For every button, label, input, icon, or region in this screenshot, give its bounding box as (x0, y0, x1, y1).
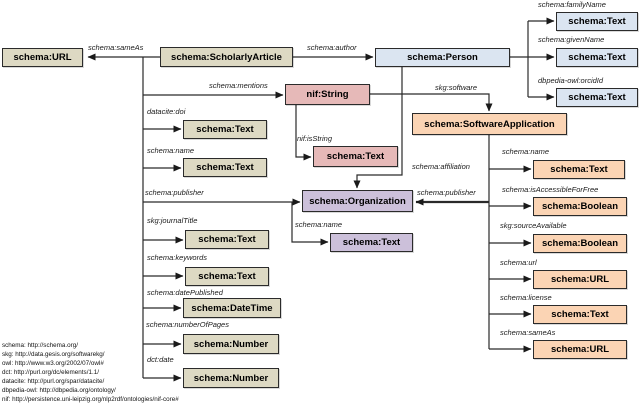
node-license-text: schema:Text (533, 305, 627, 324)
node-scholarly-article: schema:ScholarlyArticle (160, 47, 293, 67)
node-schema-url: schema:URL (2, 48, 83, 67)
node-source-available-boolean: schema:Boolean (533, 234, 627, 253)
edge-label-same-as: schema:sameAs (88, 43, 144, 52)
node-same-as-url: schema:URL (533, 340, 627, 359)
node-given-name-text: schema:Text (556, 48, 638, 67)
prefix-legend-line: schema: http://schema.org/ (2, 342, 78, 349)
node-organization: schema:Organization (302, 190, 413, 212)
node-doi-text: schema:Text (183, 120, 267, 139)
edge-label-is-string: nif:isString (297, 134, 333, 143)
edge-label-date: dct:date (147, 355, 174, 364)
node-date-published-datetime: schema:DateTime (183, 298, 281, 318)
edge-label-keywords: schema:keywords (147, 253, 208, 262)
edge-label-sa-same-as: schema:sameAs (500, 328, 556, 337)
node-journal-title-text: schema:Text (185, 230, 269, 249)
prefix-legend-line: dbpedia-owl: http://dbpedia.org/ontology… (2, 387, 116, 394)
edge-label-mentions: schema:mentions (209, 81, 268, 90)
node-nif-string: nif:String (285, 84, 370, 105)
edge-label-publisher-right: schema:publisher (417, 188, 476, 197)
node-date-number: schema:Number (183, 368, 279, 388)
node-family-name-text: schema:Text (556, 12, 638, 31)
prefix-legend-line: nif: http://persistence.uni-leipzig.org/… (2, 396, 179, 403)
edge-label-sa-name: schema:name (502, 147, 550, 156)
edge-label-publisher-left: schema:publisher (145, 188, 204, 197)
scholarly-article-edges (87, 53, 374, 382)
edge-label-orcidid: dbpedia-owl:orcidId (538, 76, 604, 85)
node-number-of-pages-number: schema:Number (183, 334, 279, 354)
edge-label-org-name: schema:name (295, 220, 343, 229)
prefix-legend-line: datacite: http://purl.org/spar/datacite/ (2, 378, 105, 385)
node-accessible-boolean: schema:Boolean (533, 197, 627, 216)
edge-label-doi: datacite:doi (147, 107, 186, 116)
edge-label-author: schema:author (307, 43, 357, 52)
prefix-legend: schema: http://schema.org/ skg: http://d… (2, 341, 179, 404)
node-url-url: schema:URL (533, 270, 627, 289)
edge-label-family-name: schema:familyName (538, 0, 606, 9)
node-software-application: schema:SoftwareApplication (412, 113, 567, 135)
node-sa-name-text: schema:Text (533, 160, 625, 179)
prefix-legend-line: dct: http://purl.org/dc/elements/1.1/ (2, 369, 99, 376)
node-orcidid-text: schema:Text (556, 88, 638, 107)
edge-label-date-published: schema:datePublished (147, 288, 223, 297)
node-is-string-text: schema:Text (313, 146, 398, 167)
edge-label-affiliation: schema:affiliation (412, 162, 470, 171)
edge-label-number-of-pages: schema:numberOfPages (146, 320, 229, 329)
edge-label-journal-title: skg:journalTitle (147, 216, 198, 225)
edge-label-source-available: skg:sourceAvailable (500, 221, 567, 230)
edge-label-accessible: schema:isAccessibleForFree (502, 185, 599, 194)
node-person: schema:Person (375, 48, 510, 67)
edge-label-software: skg:software (435, 83, 478, 92)
prefix-legend-line: skg: http://data.gesis.org/softwarekg/ (2, 351, 105, 358)
edge-label-article-name: schema:name (147, 146, 195, 155)
edge-label-given-name: schema:givenName (538, 35, 605, 44)
node-org-name-text: schema:Text (330, 233, 413, 252)
prefix-legend-line: owl: http://www.w3.org/2002/07/owl# (2, 360, 104, 367)
edge-label-url: schema:url (500, 258, 537, 267)
node-keywords-text: schema:Text (185, 267, 269, 286)
edge-label-license: schema:license (500, 293, 552, 302)
node-article-name-text: schema:Text (183, 158, 267, 177)
